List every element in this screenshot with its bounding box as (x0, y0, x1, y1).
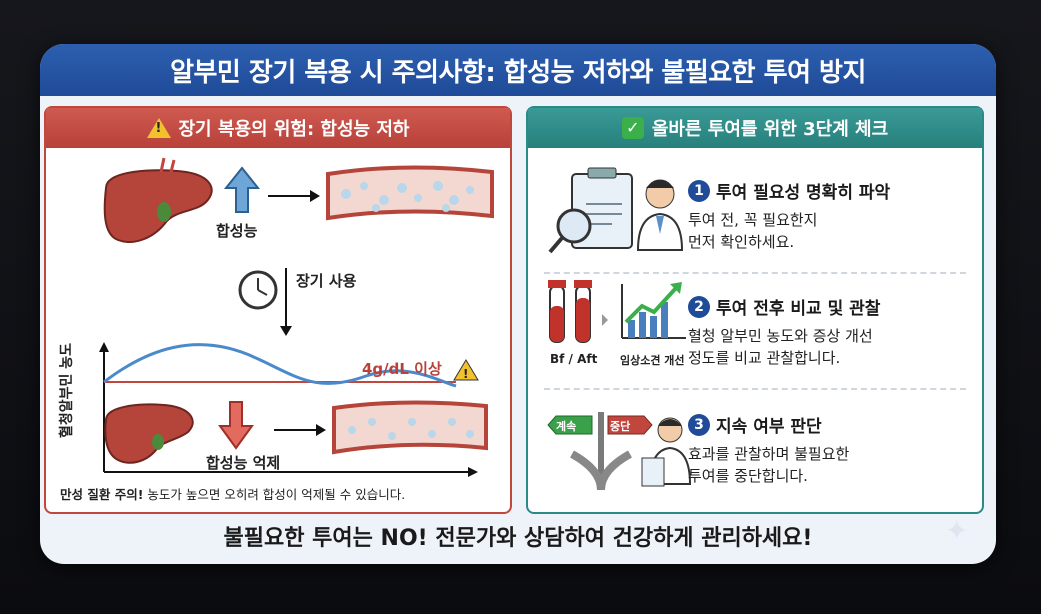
step-3-desc-line1: 효과를 관찰하며 불필요한 (688, 445, 850, 463)
page-title: 알부민 장기 복용 시 주의사항: 합성능 저하와 불필요한 투여 방지 (170, 57, 866, 88)
step-3-number: 3 (688, 413, 710, 436)
small-warning-icon: ! (453, 359, 479, 381)
step-2-number: 2 (688, 295, 710, 318)
note-bold: 만성 질환 주의! (60, 487, 144, 502)
warning-icon (146, 118, 171, 138)
bf-aft-label: Bf / Aft (550, 352, 598, 366)
liver-icon (103, 157, 213, 243)
divider-2 (544, 388, 966, 390)
clock-icon (238, 270, 278, 310)
threshold-label: 4g/dL 이상 (362, 360, 442, 378)
blood-vessel-icon (326, 165, 494, 221)
blood-tubes-icon (548, 280, 592, 343)
suppression-label: 합성능 억제 (206, 454, 281, 472)
down-arrow-icon (280, 268, 292, 336)
sign-stop: 중단 (610, 420, 631, 433)
note-text: 농도가 높으면 오히려 합성이 억제될 수 있습니다. (143, 487, 406, 502)
left-panel: 장기 복용의 위험: 합성능 저하 (44, 106, 512, 514)
step-1-desc-line2: 먼저 확인하세요. (688, 233, 795, 251)
right-panel: ✓ 올바른 투여를 위한 3단계 체크 (526, 106, 984, 514)
right-arrow-2-icon (274, 424, 326, 436)
left-panel-illustration: ! (99, 157, 494, 477)
red-down-arrow-icon (218, 401, 254, 450)
clinical-label: 임상소견 개선 (620, 354, 685, 367)
y-axis-label: 혈청알부민 농도 (59, 342, 75, 438)
checkmark-icon: ✓ (621, 117, 644, 139)
step-2-desc-line1: 혈청 알부민 농도와 증상 개선 (688, 327, 873, 345)
left-panel-heading: 장기 복용의 위험: 합성능 저하 (178, 119, 410, 140)
step-1-number: 1 (688, 179, 710, 202)
doctor-2-icon (641, 417, 692, 487)
synthesis-label: 합성능 (216, 222, 258, 240)
svg-text:!: ! (463, 367, 468, 381)
chart-axes (99, 342, 478, 477)
sparkle-icon: ✦ (945, 514, 969, 547)
right-arrow-icon (268, 190, 320, 202)
liver-small-icon (104, 403, 194, 464)
doctor-icon (636, 179, 684, 251)
arrow-right-small-icon (602, 314, 608, 326)
sign-continue: 계속 (556, 420, 577, 433)
growth-chart-icon (621, 282, 686, 339)
right-panel-header: ✓ 올바른 투여를 위한 3단계 체크 (528, 108, 982, 148)
up-arrow-icon (223, 166, 261, 213)
longterm-label: 장기 사용 (296, 272, 357, 290)
infographic-card: 알부민 장기 복용 시 주의사항: 합성능 저하와 불필요한 투여 방지 장기 … (40, 44, 996, 564)
right-panel-heading: 올바른 투여를 위한 3단계 체크 (651, 119, 889, 140)
step-3-title: 지속 여부 판단 (716, 417, 822, 437)
step-2-desc-line2: 정도를 비교 관찰합니다. (688, 349, 841, 367)
left-panel-header: 장기 복용의 위험: 합성능 저하 (46, 108, 510, 148)
chronic-disease-note: 만성 질환 주의! 농도가 높으면 오히려 합성이 억제될 수 있습니다. (60, 484, 405, 503)
step-1-desc-line1: 투여 전, 꼭 필요한지 (688, 211, 818, 229)
crossroads-sign-icon (547, 412, 653, 491)
concentration-curve (103, 343, 457, 388)
blood-vessel-2-icon (332, 400, 488, 455)
step-1-title: 투여 필요성 명확히 파악 (716, 183, 891, 203)
footer-message: 불필요한 투여는 NO! 전문가와 상담하여 건강하게 관리하세요! (223, 526, 813, 551)
step-2-title: 투여 전후 비교 및 관찰 (716, 299, 881, 319)
title-bar: 알부민 장기 복용 시 주의사항: 합성능 저하와 불필요한 투여 방지 (40, 44, 996, 96)
divider-1 (544, 272, 966, 274)
clipboard-magnifier-icon (548, 167, 633, 254)
step-3-desc-line2: 투여를 중단합니다. (688, 467, 808, 485)
steps-illustrations (547, 167, 692, 491)
